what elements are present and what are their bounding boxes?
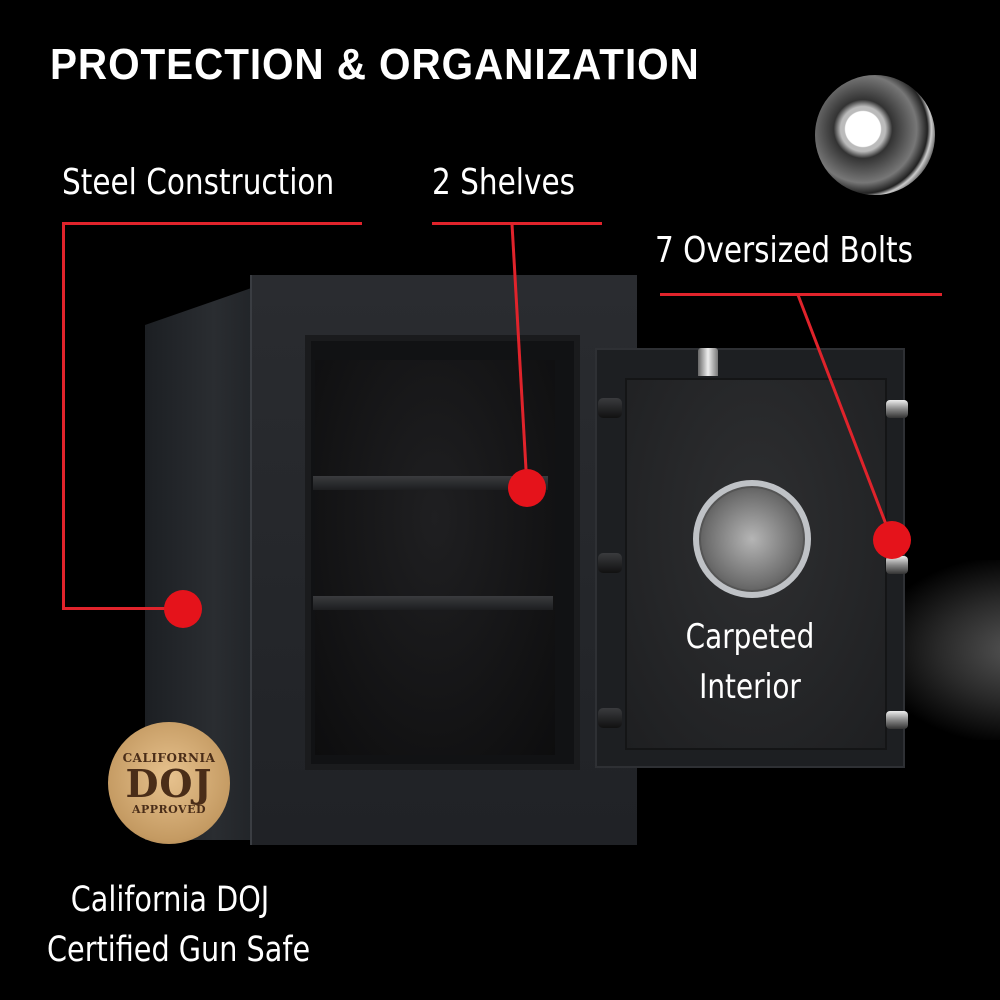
safe-interior: [315, 360, 555, 755]
bolts-callout-line-top: [660, 293, 942, 296]
page-title: PROTECTION & ORGANIZATION: [50, 40, 700, 89]
steel-callout-dot: [164, 590, 202, 628]
porthole-icon: [693, 480, 811, 598]
steel-callout-line-vertical: [62, 222, 65, 610]
badge-middle-text: DOJ: [125, 760, 213, 806]
caption-line2: Certified Gun Safe: [47, 930, 311, 970]
shelves-callout-line-top: [432, 222, 602, 225]
caption-line1: California DOJ: [70, 880, 270, 920]
shelves-label: 2 Shelves: [432, 162, 575, 203]
badge-bottom-text: APPROVED: [131, 802, 207, 816]
steel-callout-line-top: [62, 222, 362, 225]
door-handle-icon: [698, 348, 718, 376]
badge-top-text: CALIFORNIA: [122, 750, 216, 765]
california-doj-badge: CALIFORNIA DOJ APPROVED: [108, 722, 230, 844]
bolts-label: 7 Oversized Bolts: [655, 230, 914, 271]
bolts-callout-dot: [873, 521, 911, 559]
shelves-callout-dot: [508, 469, 546, 507]
bolt-icon: [886, 711, 908, 729]
steel-callout-line-bottom: [62, 607, 172, 610]
certification-caption: California DOJ Certified Gun Safe: [20, 875, 320, 975]
carpeted-label-line2: Interior: [699, 667, 801, 707]
carpeted-label-line1: Carpeted: [685, 617, 815, 657]
bolt-icon: [598, 708, 622, 728]
dial-knob-icon: [815, 75, 935, 195]
shelf-upper: [313, 476, 548, 490]
shelf-lower: [313, 596, 553, 610]
steel-construction-label: Steel Construction: [62, 162, 335, 203]
bolt-icon: [598, 398, 622, 418]
bolt-icon: [886, 400, 908, 418]
carpeted-interior-callout: Carpeted Interior: [660, 612, 840, 712]
bolt-icon: [598, 553, 622, 573]
bolt-icon: [886, 556, 908, 574]
